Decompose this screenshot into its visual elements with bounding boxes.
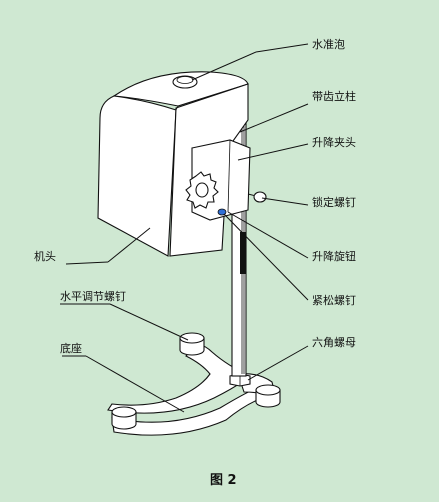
label-lift-clamp: 升降夹头 bbox=[312, 135, 356, 149]
leveling-foot-left bbox=[111, 406, 137, 430]
leveling-foot-right bbox=[255, 384, 281, 408]
rack-teeth bbox=[240, 232, 246, 274]
label-base: 底座 bbox=[60, 341, 82, 355]
label-lock-screw: 锁定螺钉 bbox=[312, 195, 356, 209]
label-level-adjust-screw: 水平调节螺钉 bbox=[60, 290, 126, 303]
leader-lines bbox=[60, 43, 309, 413]
label-hex-nut: 六角螺母 bbox=[312, 336, 356, 349]
water-level-bubble bbox=[172, 75, 198, 89]
leveling-foot-back bbox=[179, 332, 205, 356]
tight-loose-screw bbox=[217, 208, 227, 216]
label-head: 机头 bbox=[34, 249, 56, 263]
label-water-level: 水准泡 bbox=[312, 37, 345, 51]
lock-screw bbox=[247, 191, 267, 203]
label-tight-screw: 紧松螺钉 bbox=[312, 293, 356, 307]
figure-caption: 图 2 bbox=[210, 473, 237, 488]
label-toothed-column: 带齿立柱 bbox=[312, 89, 356, 103]
lift-knob bbox=[185, 171, 219, 209]
machine-head bbox=[97, 71, 249, 257]
label-lift-knob: 升降旋钮 bbox=[312, 249, 356, 263]
